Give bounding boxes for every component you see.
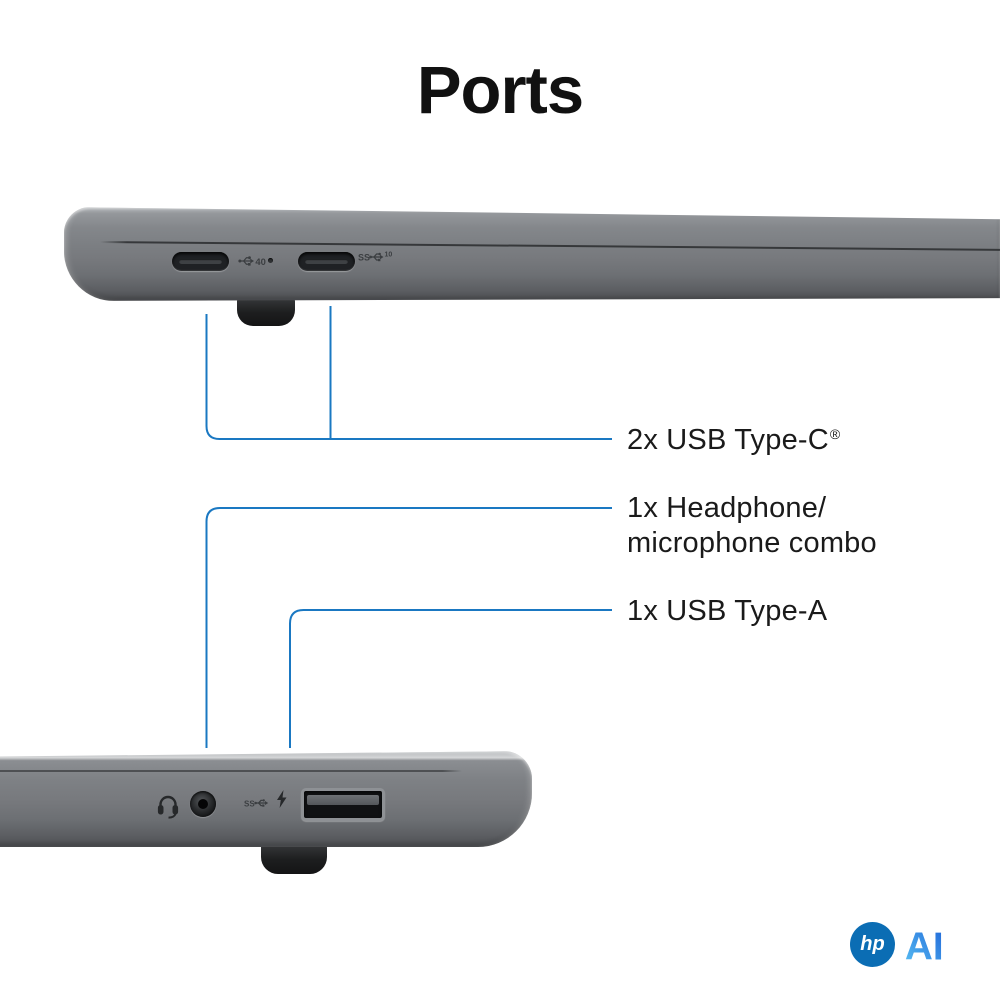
ss-text-2: SS xyxy=(244,800,255,809)
label-usb-type-c: 2x USB Type-C® xyxy=(627,424,840,457)
label-headphone-line2: microphone combo xyxy=(627,527,877,559)
usb-c-port-1 xyxy=(172,252,229,271)
label-headphone-combo: 1x Headphone/ microphone combo xyxy=(627,491,877,561)
status-led xyxy=(268,258,273,263)
label-headphone-line1: 1x Headphone/ xyxy=(627,492,827,524)
usb40-speed-text: 40 xyxy=(255,256,265,267)
ss-text: SS xyxy=(358,253,370,263)
registered-trademark: ® xyxy=(829,426,841,442)
lightning-icon xyxy=(277,790,287,808)
rubber-foot-bottom xyxy=(261,842,327,874)
laptop-right-side-view: SS xyxy=(0,751,532,847)
page-title: Ports xyxy=(416,53,584,128)
callout-usb-a-line xyxy=(289,609,612,748)
ai-logo-text: AI xyxy=(905,926,944,969)
usb-ss10-icon: SS 10 xyxy=(358,252,393,263)
ai-logo: AI xyxy=(905,926,944,969)
label-usb-type-c-text: 2x USB Type-C xyxy=(627,424,829,456)
hp-logo: hp xyxy=(850,922,895,967)
label-usb-type-a-text: 1x USB Type-A xyxy=(627,595,828,627)
ss10-speed-text: 10 xyxy=(385,252,393,259)
headphone-jack xyxy=(190,791,216,817)
hp-logo-text: hp xyxy=(860,933,885,955)
rubber-foot-top xyxy=(237,296,295,326)
lid-seam-top xyxy=(99,241,1000,251)
laptop-left-side-view: 40 SS 10 xyxy=(64,207,1000,301)
headset-icon xyxy=(157,795,179,819)
usb-a-port xyxy=(301,788,385,821)
lid-seam-bottom xyxy=(0,770,462,772)
callout-headphone-line xyxy=(205,507,612,748)
callout-usb-c-line-left xyxy=(205,314,612,440)
usb-ss-icon: SS xyxy=(244,799,269,809)
usb-c-port-2 xyxy=(298,252,355,271)
usb-40gbps-icon: 40 xyxy=(238,256,266,267)
label-usb-type-a: 1x USB Type-A xyxy=(627,595,827,628)
